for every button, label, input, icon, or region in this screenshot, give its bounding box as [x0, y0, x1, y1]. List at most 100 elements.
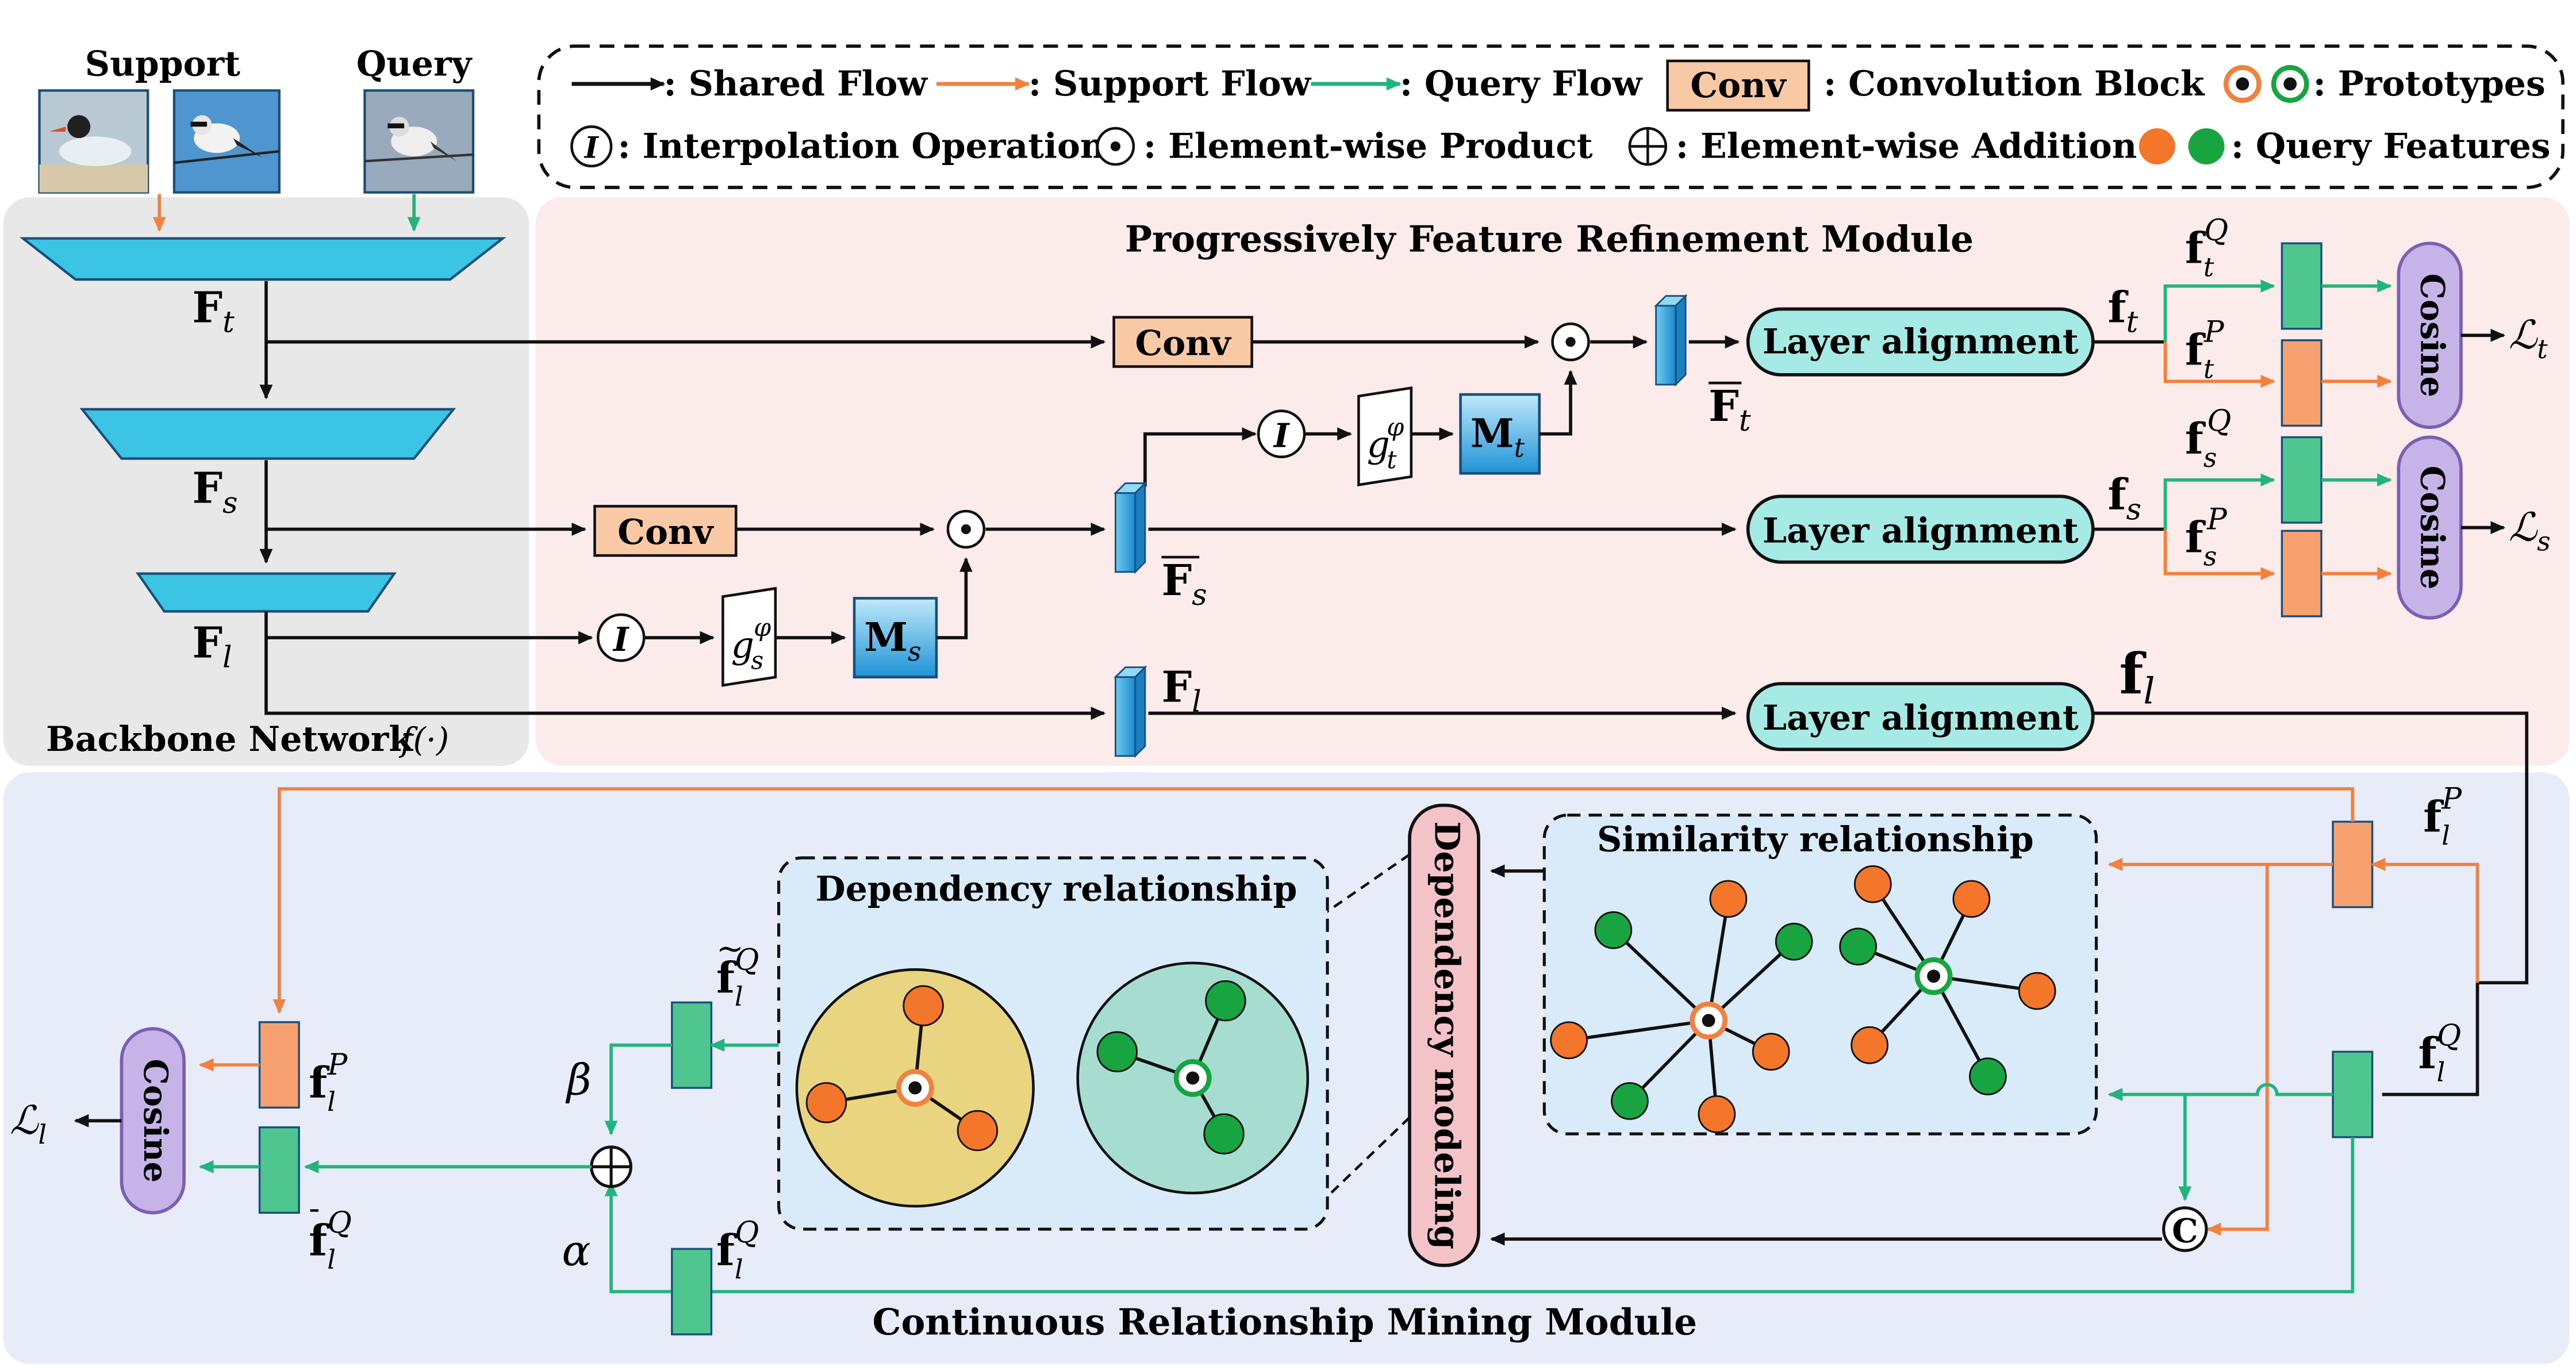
feat-fsP — [2281, 530, 2322, 618]
dependency-modeling — [1408, 803, 1480, 1267]
bar-mark: - — [309, 1190, 320, 1228]
label-fl-tilde: flQ — [716, 942, 759, 1012]
similarity-title: Similarity relationship — [1597, 820, 2034, 860]
backbone-stage-t — [19, 237, 506, 281]
layer-alignment-s-label: Layer alignment — [1763, 511, 2079, 551]
feat-fl-tilde — [671, 1001, 713, 1089]
conv-block-s — [593, 505, 738, 557]
label-F-l: Fl — [1161, 662, 1201, 719]
g-t-phi — [1357, 386, 1413, 486]
feat-fsQ — [2281, 436, 2322, 524]
legend-product-desc: : Element-wise Product — [1143, 126, 1593, 167]
cosine-s-label: Cosine — [2413, 466, 2452, 589]
legend-interp-desc: : Interpolation Operation — [618, 126, 1105, 167]
dependency-prototype-green — [1173, 1059, 1212, 1097]
label-fl: fl — [2120, 641, 2155, 712]
conv-block-s-label: Conv — [617, 512, 714, 553]
feat-fl-bar — [258, 1126, 300, 1214]
crmm-title: Continuous Relationship Mining Module — [872, 1301, 1697, 1343]
legend-addition-icon — [1628, 126, 1668, 166]
feature-Fbar-t — [1655, 295, 1687, 386]
dependency-modeling-label: Dependency modeling — [1426, 821, 1466, 1249]
product-op-s — [948, 511, 984, 547]
interp-op-s: I — [598, 615, 644, 661]
backbone-stage-s — [79, 408, 456, 460]
legend-conv-desc: : Convolution Block — [1823, 64, 2205, 104]
feature-Fbar-s — [1115, 482, 1146, 573]
pfrm-title: Progressively Feature Refinement Module — [1125, 217, 1974, 260]
legend-interp-icon: I — [570, 125, 613, 168]
dependency-title: Dependency relationship — [816, 869, 1297, 909]
layer-alignment-l-label: Layer alignment — [1763, 698, 2079, 738]
feat-ftQ — [2281, 242, 2322, 330]
legend-product-icon — [1097, 128, 1134, 164]
addition-op — [590, 1145, 632, 1188]
similarity-prototype-orange — [1690, 1002, 1727, 1040]
label-flP-left: flP — [309, 1048, 348, 1117]
backbone-fn: f(·) — [398, 721, 449, 759]
legend: : Shared Flow : Support Flow : Query Flo… — [537, 44, 2565, 189]
feat-flQ — [2332, 1050, 2374, 1138]
svg-text:I: I — [1273, 417, 1291, 455]
label-Fbar-s: Fs — [1161, 555, 1207, 612]
alpha-label: α — [562, 1226, 590, 1276]
M-t-label: Mt — [1471, 411, 1525, 463]
tilde-mark: ~ — [716, 930, 744, 968]
label-fsQ: fsQ — [2185, 404, 2231, 473]
dependency-prototype-orange — [896, 1069, 934, 1107]
M-s-label: Ms — [864, 615, 921, 667]
feature-F-l — [1115, 666, 1146, 757]
beta-label: β — [565, 1055, 592, 1105]
label-ft: ft — [2108, 282, 2139, 339]
svg-text:I: I — [583, 131, 600, 166]
M-s — [853, 597, 938, 678]
loss-s: ℒs — [2509, 504, 2551, 557]
g-s-phi-label: gsφ — [731, 613, 771, 675]
layer-alignment-t-label: Layer alignment — [1763, 322, 2079, 362]
feat-ftP — [2281, 339, 2322, 427]
label-ftQ: ftQ — [2185, 213, 2228, 282]
label-Fbar-t: Ft — [1709, 381, 1751, 438]
label-fs: fs — [2108, 469, 2141, 527]
legend-prototype-green-icon — [2271, 65, 2309, 103]
support-image-1 — [38, 89, 149, 194]
legend-conv-box: Conv — [1690, 66, 1787, 106]
backbone-Fs: Fs — [192, 463, 237, 520]
g-t-phi-label: gtφ — [1367, 413, 1404, 475]
product-op-t — [1553, 324, 1589, 360]
svg-text:I: I — [612, 620, 630, 659]
similarity-prototype-green — [1914, 957, 1953, 995]
query-image — [363, 89, 475, 194]
conv-block-t-label: Conv — [1135, 324, 1231, 364]
layer-alignment-l — [1746, 682, 2095, 751]
concat-op: C — [2162, 1206, 2208, 1252]
cosine-l-label: Cosine — [136, 1059, 175, 1183]
g-s-phi — [721, 586, 777, 687]
interp-op-t: I — [1258, 411, 1304, 457]
label-flQ: flQ — [2418, 1018, 2461, 1088]
label-ftP: ftP — [2185, 315, 2225, 385]
svg-text:C: C — [2172, 1212, 2198, 1251]
legend-shared-flow: : Shared Flow — [664, 64, 928, 104]
feat-flP — [2332, 820, 2374, 908]
legend-query-features: : Query Features — [2231, 126, 2551, 167]
support-label: Support — [85, 44, 240, 85]
loss-l: ℒl — [10, 1098, 47, 1150]
label-flP: flP — [2423, 781, 2462, 851]
legend-query-feature-orange — [2139, 128, 2175, 165]
label-flQ-bottom: flQ — [716, 1215, 759, 1285]
backbone-Ft: Ft — [192, 282, 235, 339]
similarity-graph-1 — [1568, 898, 1795, 1115]
loss-t: ℒt — [2509, 312, 2548, 365]
cosine-t-label: Cosine — [2413, 274, 2452, 397]
feat-flP-left — [258, 1021, 300, 1109]
legend-addition-desc: : Element-wise Addition — [1676, 126, 2137, 167]
support-image-2 — [172, 89, 281, 194]
backbone-Fl: Fl — [192, 617, 232, 674]
label-fsP: fsP — [2185, 502, 2228, 572]
legend-support-flow: : Support Flow — [1028, 64, 1312, 104]
legend-query-flow: : Query Flow — [1400, 64, 1643, 104]
legend-prototype-orange-icon — [2224, 65, 2262, 103]
backbone-stage-l — [135, 572, 397, 613]
